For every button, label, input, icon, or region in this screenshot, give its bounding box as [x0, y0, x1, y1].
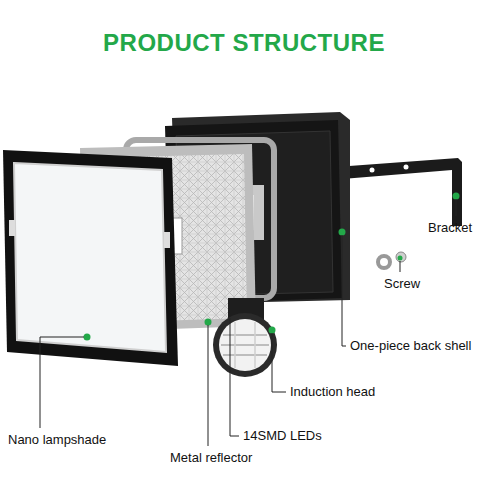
- part-label: Induction head: [290, 384, 375, 400]
- screw-part: [378, 252, 406, 268]
- part-label: Nano lampshade: [8, 432, 106, 448]
- induction-head-part: [213, 298, 277, 377]
- part-label: Bracket: [428, 220, 472, 236]
- part-label: One-piece back shell: [350, 338, 471, 354]
- part-label: Screw: [384, 276, 420, 292]
- diagram-title: PRODUCT STRUCTURE: [0, 28, 488, 58]
- leader-lines: [40, 199, 456, 446]
- nano-lampshade-part: [3, 150, 178, 366]
- part-label: Metal reflector: [170, 450, 252, 466]
- part-label: 14SMD LEDs: [243, 428, 322, 444]
